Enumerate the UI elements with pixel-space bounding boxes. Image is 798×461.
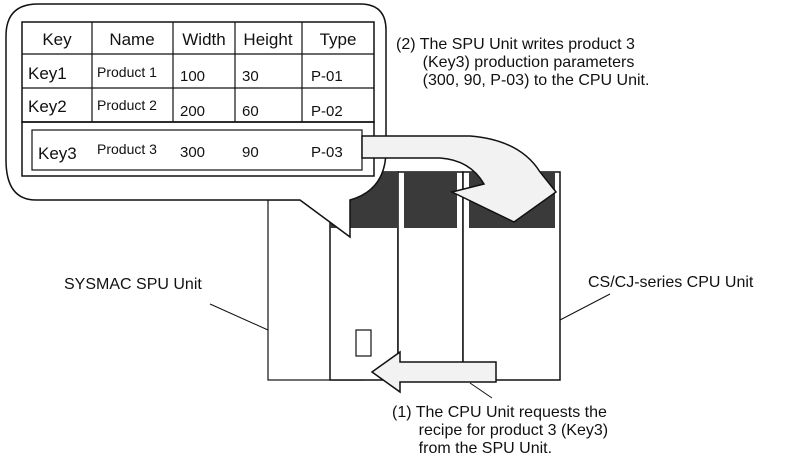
cell-r3-name: Product 3 (97, 141, 157, 157)
cell-r2-name: Product 2 (97, 97, 157, 113)
spu-leader-line (209, 303, 269, 331)
request-arrow (370, 350, 497, 394)
cell-r3-height: 90 (242, 144, 259, 161)
header-name: Name (109, 30, 154, 49)
callout-bubble (5, 3, 387, 239)
cpu-rack (329, 171, 561, 381)
cell-r3-type: P-03 (311, 144, 343, 161)
cell-r1-type: P-01 (311, 68, 343, 85)
write-arrow (361, 135, 558, 223)
header-height: Height (243, 30, 292, 49)
header-type: Type (320, 30, 357, 49)
cell-r1-name: Product 1 (97, 64, 157, 80)
cell-r1-height: 30 (242, 68, 259, 85)
cell-r2-width: 200 (180, 103, 205, 120)
cpu-leader-line (559, 293, 611, 321)
cpu-unit-label: CS/CJ-series CPU Unit (588, 274, 754, 291)
step2-note: (2) The SPU Unit writes product 3 (Key3)… (396, 36, 650, 89)
table-text: Key Name Width Height Type Key1 Product … (28, 30, 356, 163)
note1-leader-line (469, 382, 493, 399)
step1-note: (1) The CPU Unit requests the recipe for… (392, 404, 609, 457)
cell-r2-key: Key2 (28, 97, 67, 116)
cell-r1-width: 100 (180, 68, 205, 85)
module-2-top (404, 172, 457, 228)
cell-r3-key: Key3 (38, 144, 77, 163)
cell-r2-type: P-02 (311, 103, 343, 120)
cell-r3-width: 300 (180, 144, 205, 161)
port-icon (355, 329, 372, 357)
cell-r2-height: 60 (242, 103, 259, 120)
spu-unit-label: SYSMAC SPU Unit (64, 276, 202, 293)
header-width: Width (182, 30, 225, 49)
header-key: Key (42, 30, 72, 49)
cell-r1-key: Key1 (28, 64, 67, 83)
